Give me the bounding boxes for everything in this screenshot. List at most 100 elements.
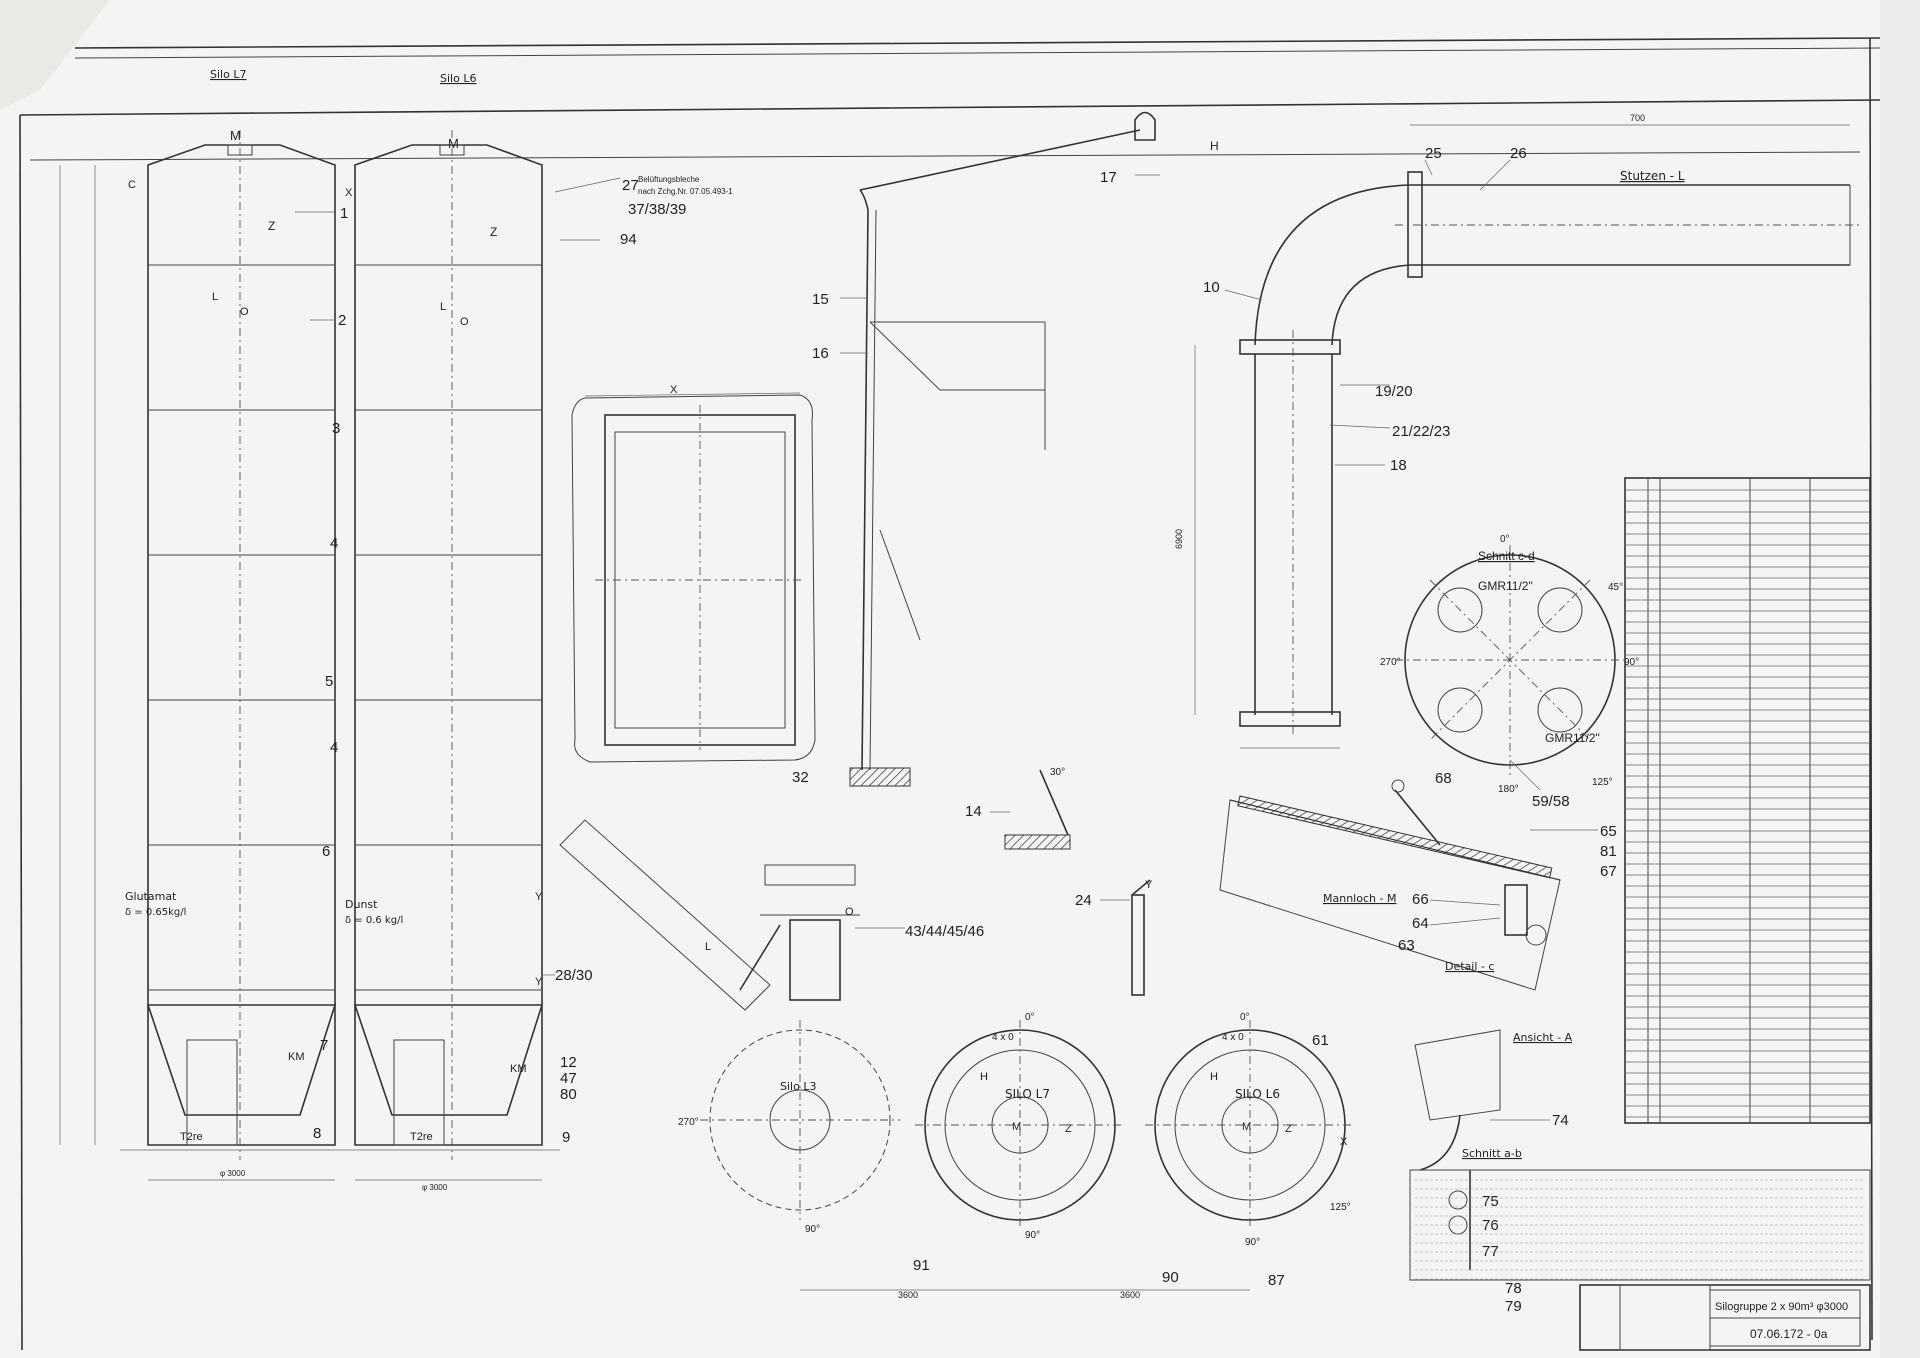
detail-c-label: Detail - c: [1445, 960, 1494, 973]
callout-28-30: 28/30: [555, 967, 593, 984]
dim-6900: 6900: [1174, 529, 1184, 549]
silo-dimension-lines: [59, 165, 560, 1181]
silo-l6-plan-0deg: 0°: [1240, 1012, 1250, 1023]
silo-l6-plan-125deg: 125°: [1330, 1202, 1351, 1213]
callout-80: 80: [560, 1086, 577, 1103]
frame-x-marker: X: [670, 384, 678, 396]
callout-4: 4: [330, 535, 338, 552]
mid-y-marker: Y: [1145, 879, 1153, 891]
stutzen-pipe: [1194, 124, 1860, 749]
silo-l6-plan-90deg: 90°: [1245, 1237, 1260, 1248]
plan-view-silo-l6: SILO L6 0° 90° 4 x 0 M Z H 125° X: [1145, 1012, 1355, 1248]
callout-12: 12: [560, 1054, 577, 1071]
opening-frame-detail: X: [571, 384, 816, 763]
title-block: Silogruppe 2 x 90m³ φ3000 07.06.172 - 0a: [1579, 1284, 1871, 1351]
plan-dimensions: 3600 3600 91 90 87 61: [800, 1032, 1329, 1300]
callout-16: 16: [812, 345, 829, 362]
callout-18: 18: [1390, 457, 1407, 474]
callout-61: 61: [1312, 1032, 1329, 1049]
silo-l6-elevation: [353, 130, 544, 1160]
dim-3600-a: 3600: [898, 1290, 918, 1300]
silo-y-marker: Y: [535, 891, 543, 903]
plan-view-silo-l3: Silo L3 270° 90°: [678, 1020, 900, 1235]
silo-callouts: 1 2 3 4 4 5 6 7 8 9 12 47 80 28/30 27 Be…: [295, 175, 733, 1146]
drawing-number: 07.06.172 - 0a: [1750, 1327, 1828, 1341]
plan-view-silo-l7: SILO L7 0° 90° 4 x 0 M Z H: [915, 1012, 1125, 1241]
callout-26: 26: [1510, 145, 1527, 162]
silo-h-marker: H: [1210, 139, 1219, 153]
callout-2: 2: [338, 312, 346, 329]
callout-14: 14: [965, 803, 982, 820]
callout-9: 9: [562, 1129, 570, 1146]
callout-81: 81: [1600, 843, 1617, 860]
ansicht-a-label: Ansicht - A: [1513, 1031, 1573, 1044]
silo-l6-plan-label: SILO L6: [1235, 1087, 1280, 1101]
mannloch-label: Mannloch - M: [1323, 892, 1396, 905]
callout-65: 65: [1600, 823, 1617, 840]
silo-l6-plan-m: M: [1242, 1121, 1251, 1133]
silo-l6-density: δ = 0.6 kg/l: [345, 915, 403, 926]
callout-8: 8: [313, 1125, 321, 1142]
callout-74: 74: [1552, 1112, 1569, 1129]
silo-l6-z-marker: Z: [490, 225, 497, 239]
silo-width-dim-l6: φ 3000: [422, 1183, 448, 1192]
callout-77: 77: [1482, 1243, 1499, 1260]
mid-o-marker: O: [845, 906, 854, 918]
silo-l7-l-marker: L: [212, 291, 218, 303]
silo-l6-o-marker: O: [460, 316, 469, 328]
schnitt-c-d-label: Schnitt c-d: [1478, 549, 1535, 563]
callout-27-note-1: Belüftungsbleche: [638, 175, 700, 184]
silo-l6-km-marker: KM: [510, 1063, 527, 1075]
drawing-title: Silogruppe 2 x 90m³ φ3000: [1715, 1301, 1848, 1313]
mannloch-callouts: 68 65 81 67 66 64 63: [1398, 770, 1617, 954]
callout-37-39: 37/38/39: [628, 201, 686, 218]
silo-x-marker: X: [345, 187, 353, 199]
callout-17: 17: [1100, 169, 1117, 186]
schnitt-c-d-0deg: 0°: [1500, 534, 1510, 545]
callout-90: 90: [1162, 1269, 1179, 1286]
stutzen-callouts: Stutzen - L 700 6900 25 26 10 19/20 21/2…: [1174, 113, 1685, 549]
schnitt-c-d-gmr-2: GMR11/2": [1545, 731, 1600, 745]
callout-5: 5: [325, 673, 333, 690]
callout-78: 78: [1505, 1280, 1522, 1297]
schnitt-c-d-125deg: 125°: [1592, 777, 1613, 788]
notes-block: [1409, 1169, 1871, 1281]
schnitt-c-d: Schnitt c-d 0° 90° 180° 270° 45° 125° GM…: [1380, 534, 1639, 810]
silo-y-marker-2: Y: [535, 976, 543, 988]
callout-43-46: 43/44/45/46: [905, 923, 984, 940]
silo-l7-plan-h: H: [980, 1071, 988, 1083]
callout-66: 66: [1412, 891, 1429, 908]
silo-l6-content: Dunst: [345, 898, 378, 911]
mannloch-detail: Mannloch - M Detail - c: [1219, 779, 1561, 991]
silo-l7-plan-m: M: [1012, 1121, 1021, 1133]
silo-l6-plan-h: H: [1210, 1071, 1218, 1083]
callout-87: 87: [1268, 1272, 1285, 1289]
silo-width-dim-l7: φ 3000: [220, 1169, 246, 1178]
silo-l7-content: Glutamat: [125, 890, 177, 903]
silo-l7-plan-90deg: 90°: [1025, 1230, 1040, 1241]
silo-l3-270deg: 270°: [678, 1117, 699, 1128]
callout-24: 24: [1075, 892, 1092, 909]
silo-l6-manhole-marker: M: [448, 136, 459, 151]
silo-l7-o-marker: O: [240, 306, 249, 318]
silo-l7-plan-label: SILO L7: [1005, 1087, 1050, 1101]
silo-l7-manhole-marker: M: [230, 128, 241, 143]
callout-91: 91: [913, 1257, 930, 1274]
callout-63: 63: [1398, 937, 1415, 954]
callout-75: 75: [1482, 1193, 1499, 1210]
wall-section: [849, 111, 1156, 787]
callout-7: 7: [320, 1037, 328, 1054]
silo-l7-plan-4x0: 4 x 0: [992, 1032, 1014, 1043]
callout-1: 1: [340, 205, 348, 222]
callout-4b: 4: [330, 739, 338, 756]
sheet-frame: [19, 37, 1881, 1351]
silo-l7-bottom: T2re: [180, 1131, 203, 1143]
callout-3: 3: [332, 420, 340, 437]
silo-l6-l-marker: L: [440, 301, 446, 313]
silo-l7-km-marker: KM: [288, 1051, 305, 1063]
silo-l6-label: Silo L6: [440, 72, 476, 85]
callout-67: 67: [1600, 863, 1617, 880]
parts-list: [1624, 477, 1871, 1124]
silo-l6-plan-4x0: 4 x 0: [1222, 1032, 1244, 1043]
dim-700: 700: [1630, 113, 1645, 123]
